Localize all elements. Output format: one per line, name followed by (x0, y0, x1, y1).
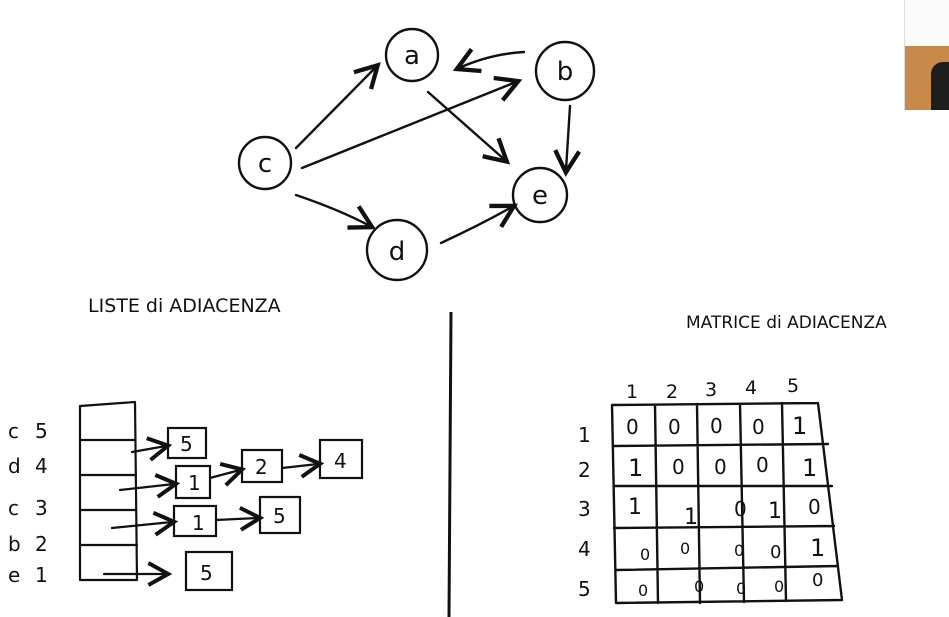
array-frame (78, 400, 139, 582)
graph-node-e: e (511, 166, 569, 224)
matrix-cell: 0 (752, 415, 765, 439)
edge-d-e (439, 203, 518, 245)
matrix-cell: 1 (628, 495, 642, 520)
list-node-value: 5 (180, 432, 193, 456)
list-row-index: 3 (35, 496, 48, 520)
edge-c-b (300, 75, 523, 170)
matrix-cell: 1 (768, 499, 782, 524)
list-pointer (118, 473, 181, 499)
list-node-box (318, 438, 364, 480)
adjacency-list: c 5 d 4 c 3 b 2 e 1 5 1 2 4 1 5 (8, 400, 364, 592)
matrix-cell: 1 (792, 412, 807, 440)
list-row-node: c (8, 419, 19, 443)
matrix-col-header: 1 (626, 381, 638, 403)
matrix-cell: 1 (802, 454, 817, 482)
graph-node-a: a (384, 27, 440, 83)
list-pointer (280, 453, 325, 479)
list-node-value: 4 (334, 449, 347, 473)
matrix-row-header: 1 (578, 423, 591, 447)
edge-a-e (426, 90, 511, 165)
matrix-grid (610, 401, 844, 605)
matrix-col-header: 5 (787, 375, 799, 397)
matrix-row-header: 3 (578, 497, 591, 521)
matrix-cell: 0 (626, 415, 639, 439)
matrix-cell: 0 (774, 577, 784, 596)
webcam-person (931, 62, 949, 110)
matrix-row-header: 2 (578, 458, 591, 482)
list-row-node: e (8, 563, 20, 587)
list-node-box (258, 495, 302, 535)
matrix-cell: 0 (734, 497, 747, 521)
matrix-cell: 0 (710, 414, 723, 438)
list-row-index: 5 (35, 419, 48, 443)
adjacency-matrix: 1 2 3 4 5 1 2 3 4 5 0 0 0 0 1 1 0 0 0 1 (578, 375, 844, 605)
list-pointer (130, 436, 173, 462)
matrix-col-header: 2 (666, 381, 678, 403)
matrix-cell: 0 (812, 570, 823, 591)
matrix-cell: 0 (770, 542, 781, 563)
array-dividers (78, 438, 139, 547)
matrix-col-header: 3 (705, 379, 717, 401)
edge-b-a (452, 47, 526, 74)
graph-node-d: d (365, 218, 429, 282)
edge-b-e (553, 104, 581, 177)
graph-node-c: c (237, 135, 293, 191)
list-row-node: d (8, 454, 21, 478)
list-row-index: 1 (35, 563, 48, 587)
list-pointer (214, 506, 265, 532)
list-node-box (184, 550, 234, 592)
list-node-value: 1 (192, 511, 205, 535)
list-row-index: 2 (35, 532, 48, 556)
matrix-cell: 0 (736, 579, 746, 598)
list-pointer (110, 510, 179, 537)
matrix-cell: 0 (694, 577, 704, 596)
webcam-thumbnail (904, 0, 949, 110)
adjacency-list-title: LISTE di ADIACENZA (88, 295, 281, 317)
center-divider (447, 311, 453, 617)
list-node-value: 5 (200, 561, 213, 585)
matrix-cell: 1 (684, 505, 698, 530)
matrix-cell: 0 (680, 539, 690, 558)
graph-node-a-label: a (404, 41, 420, 71)
graph-node-e-label: e (532, 181, 548, 211)
adjacency-matrix-title: MATRICE di ADIACENZA (686, 313, 887, 333)
edge-c-a (294, 62, 381, 150)
matrix-cell: 0 (734, 541, 744, 560)
matrix-cell: 1 (810, 534, 825, 562)
graph-node-b: b (534, 40, 596, 102)
matrix-row-header: 4 (578, 537, 591, 561)
list-row-index: 4 (35, 454, 48, 478)
matrix-cell: 0 (808, 495, 821, 519)
matrix-cell: 0 (640, 545, 650, 564)
list-node-box (166, 426, 208, 460)
list-node-box (174, 464, 212, 500)
list-pointer (208, 461, 247, 487)
list-row-node: b (8, 532, 21, 556)
list-row-node: c (8, 496, 19, 520)
graph-node-b-label: b (557, 57, 574, 87)
matrix-cell: 0 (638, 581, 648, 600)
matrix-cell: 1 (628, 454, 643, 482)
matrix-cell: 0 (756, 453, 769, 477)
graph-diagram: a b c d e (237, 27, 596, 282)
list-node-value: 1 (188, 471, 201, 495)
graph-node-c-label: c (258, 149, 272, 179)
list-node-box (240, 448, 284, 484)
list-node-value: 5 (273, 504, 286, 528)
list-node-value: 2 (255, 455, 268, 479)
edge-c-d (294, 193, 377, 230)
matrix-col-header: 4 (745, 377, 757, 399)
matrix-cell: 0 (714, 455, 727, 479)
graph-node-d-label: d (389, 237, 406, 267)
matrix-row-header: 5 (578, 577, 591, 601)
matrix-cell: 0 (668, 415, 681, 439)
matrix-cell: 0 (672, 455, 685, 479)
